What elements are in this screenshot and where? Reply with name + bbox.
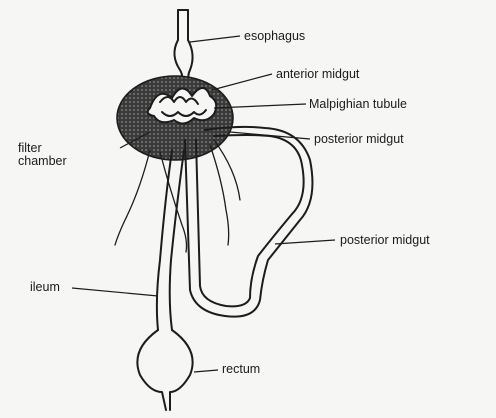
label-posterior-midgut-lower: posterior midgut [340,234,430,247]
rectum [137,330,166,410]
label-malpighian-tubule: Malpighian tubule [309,98,407,111]
label-esophagus: esophagus [244,30,305,43]
posterior-midgut-loop [185,127,312,317]
esophagus-shape [174,10,182,86]
label-anterior-midgut: anterior midgut [276,68,359,81]
label-posterior-midgut-upper: posterior midgut [314,133,404,146]
label-ileum: ileum [30,281,60,294]
filter-chamber-line2: chamber [18,155,88,168]
label-filter-chamber: filter chamber [18,142,88,168]
label-rectum: rectum [222,363,260,376]
